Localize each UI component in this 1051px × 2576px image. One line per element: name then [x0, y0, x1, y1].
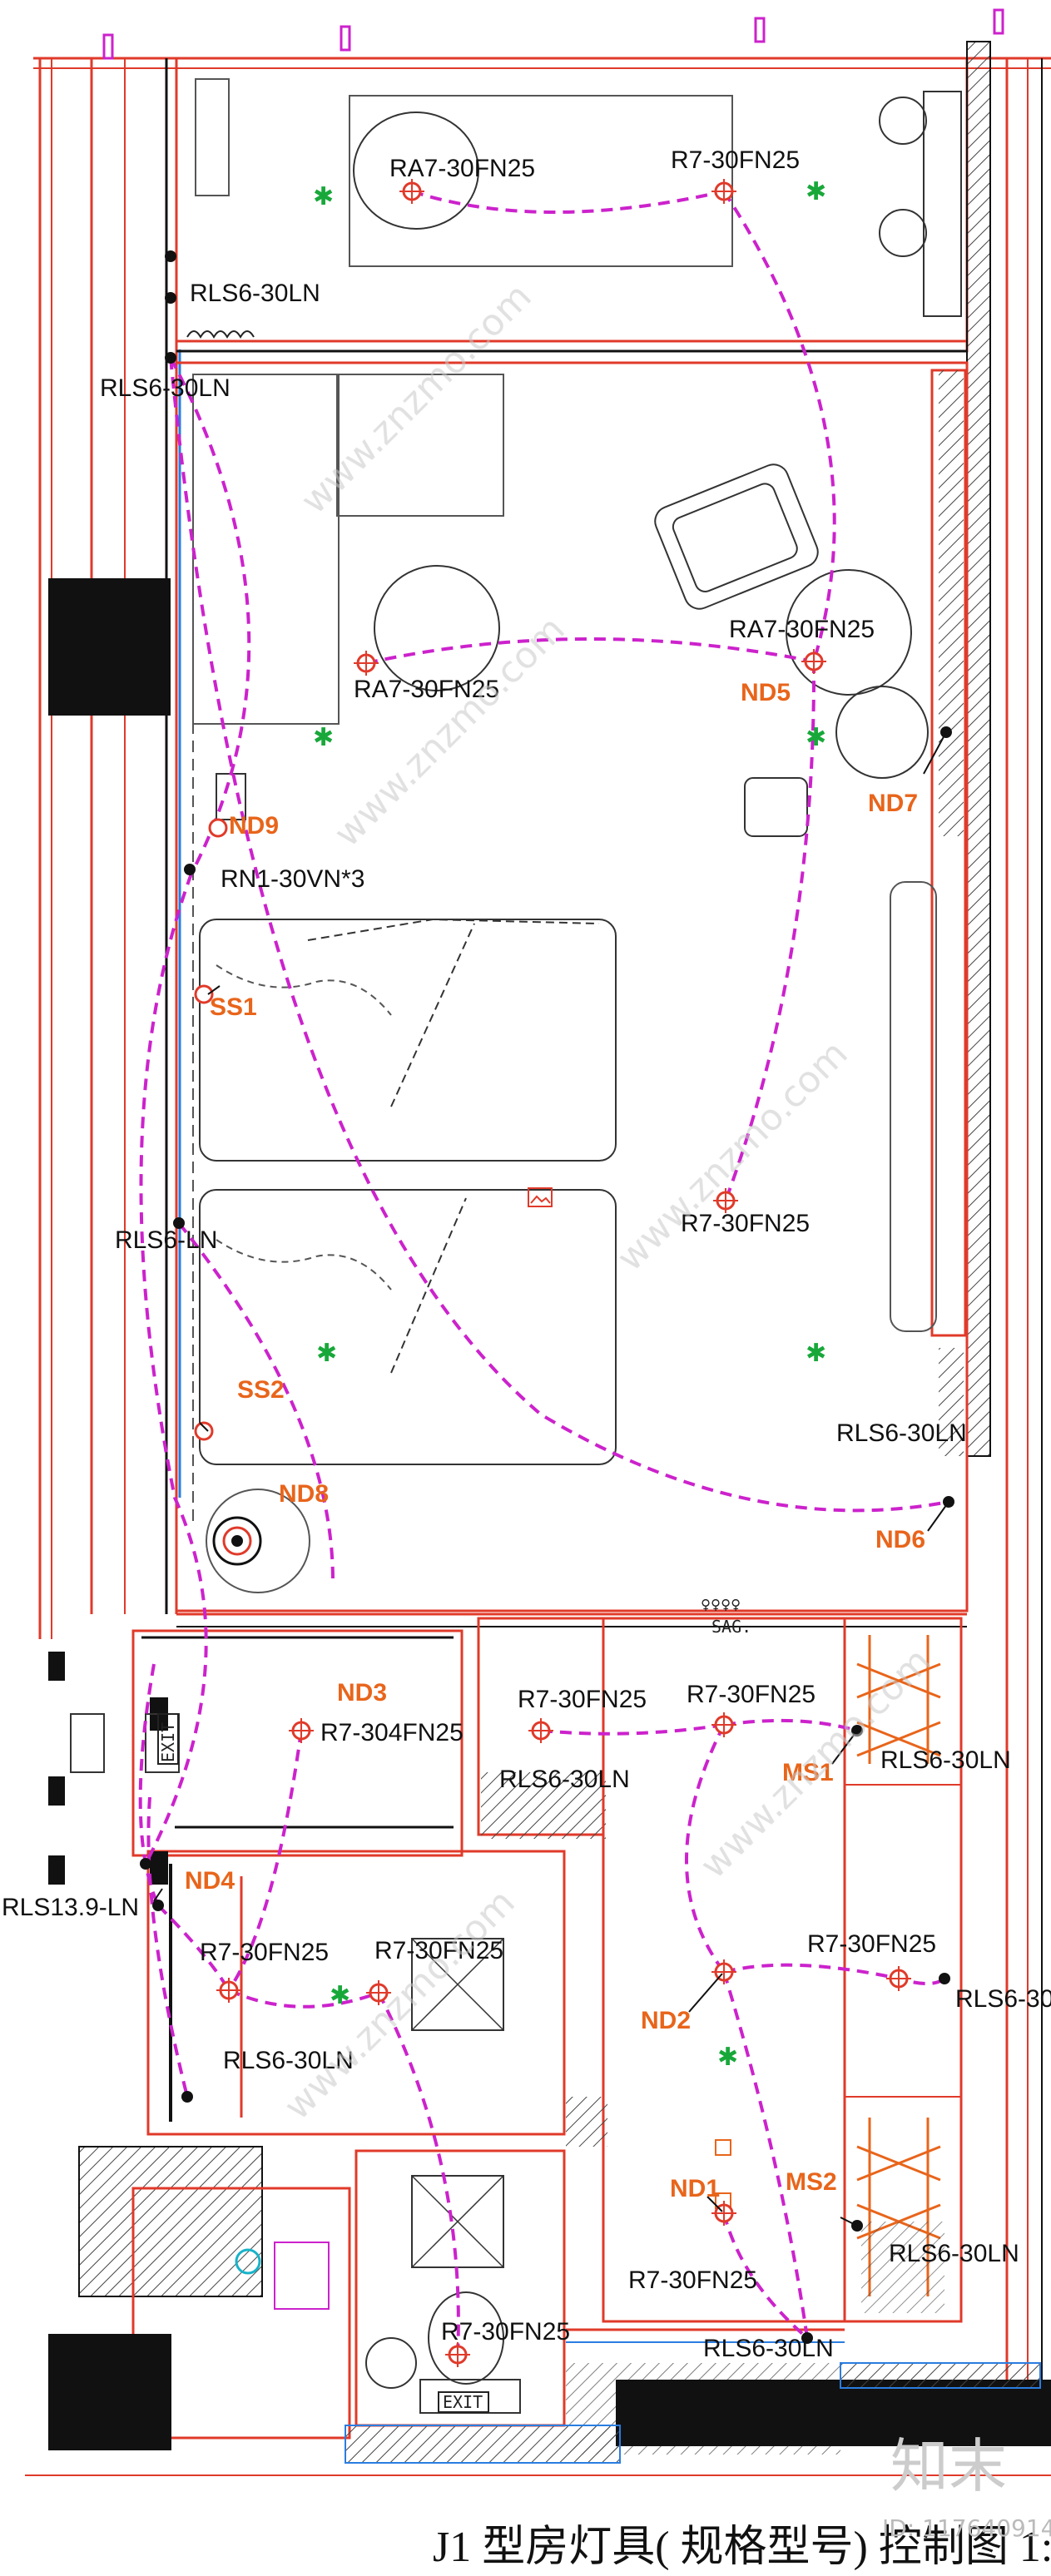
label-rls6-30ln-corr: RLS6-30LN	[499, 1766, 630, 1793]
label-r7-30fn25-corr-a: R7-30FN25	[518, 1686, 647, 1713]
label-rls6-30ln-right: RLS6-30LN	[836, 1419, 967, 1447]
svg-text:✱: ✱	[316, 1339, 337, 1368]
luminaires: ✱ ✱ ✱ ✱ ✱ ✱ ✱ ✱	[140, 177, 954, 2367]
label-rls6-30ln-wardrobe: RLS6-30LN	[880, 1746, 1011, 1774]
label-rls6-30ln-bath2: RLS6-30LN	[223, 2047, 354, 2074]
label-r7-30fn25-bath2-a: R7-30FN25	[200, 1939, 329, 1966]
svg-text:♀♀♀♀: ♀♀♀♀	[701, 1594, 741, 1614]
svg-text:✱: ✱	[313, 182, 334, 211]
label-rls6-30ln-ms2: RLS6-30LN	[889, 2240, 1019, 2267]
structure: ♀♀♀♀	[25, 8, 1051, 2476]
label-r7-304fn25: R7-304FN25	[320, 1719, 464, 1746]
label-rls6-30ln-bottom: RLS6-30LN	[703, 2335, 834, 2362]
exit-sign-left: EXIT	[158, 1722, 178, 1762]
leader-lines	[153, 731, 949, 2227]
svg-text:✱: ✱	[330, 1981, 350, 2010]
tag-nd3: ND3	[337, 1679, 387, 1707]
image-id: ID: 1176409142	[882, 2514, 1051, 2542]
label-r7-30fn25-right2: R7-30FN25	[807, 1930, 936, 1958]
label-r7-30fn25-nd1: R7-30FN25	[628, 2266, 757, 2294]
label-rls13-9-ln: RLS13.9-LN	[2, 1894, 139, 1921]
svg-text:✱: ✱	[717, 2043, 738, 2072]
watermark-site-2: www.znzmo.com	[326, 608, 573, 855]
svg-text:✱: ✱	[313, 723, 334, 752]
tag-nd5: ND5	[741, 679, 791, 706]
tag-nd2: ND2	[641, 2007, 691, 2034]
tag-ss2: SS2	[237, 1376, 285, 1404]
svg-text:✱: ✱	[806, 177, 826, 206]
misc-labels: EXIT EXIT SAG.	[157, 1617, 751, 2413]
tag-nd6: ND6	[875, 1526, 925, 1553]
fixture-labels: RA7-30FN25 R7-30FN25 RLS6-30LN RLS6-30LN…	[2, 146, 1051, 2362]
label-rls6-30ln-a: RLS6-30LN	[190, 280, 320, 307]
label-ra7-30fn25-left: RA7-30FN25	[354, 676, 499, 703]
znzmo-logo: 知末	[890, 2432, 1007, 2500]
tag-ms1: MS1	[782, 1759, 834, 1786]
label-r7-30fn25-bath2-b: R7-30FN25	[374, 1937, 503, 1964]
label-rls6-30-edge: RLS6-30	[955, 1985, 1051, 2013]
tag-nd7: ND7	[868, 790, 918, 817]
control-tags: ND1 ND2 ND3 ND4 ND5 ND6 ND7 ND8 ND9 SS1 …	[185, 679, 925, 2202]
label-rls6-30ln-b: RLS6-30LN	[100, 374, 231, 402]
control-wiring	[138, 190, 949, 2356]
svg-text:✱: ✱	[806, 723, 826, 752]
exit-sign-shower: EXIT	[443, 2392, 483, 2412]
label-rls6-ln: RLS6-LN	[115, 1226, 217, 1254]
label-r7-30fn25-bed: R7-30FN25	[681, 1210, 810, 1237]
tag-ms2: MS2	[786, 2168, 837, 2196]
label-r7-30fn25-bath: R7-30FN25	[671, 146, 800, 174]
label-r7-30fn25-corr-b: R7-30FN25	[687, 1681, 816, 1708]
drawing-title: J1 型房灯具( 规格型号) 控制图 1:30	[433, 2524, 1051, 2571]
watermark-site-5: www.znzmo.com	[276, 1881, 523, 2128]
label-rn1-30vn: RN1-30VN*3	[221, 865, 364, 893]
sag-label: SAG.	[711, 1617, 751, 1637]
tag-nd1: ND1	[670, 2175, 720, 2202]
watermark-site-3: www.znzmo.com	[609, 1033, 856, 1280]
tag-nd4: ND4	[185, 1867, 235, 1895]
tag-nd9: ND9	[229, 812, 279, 840]
drawing-title-block: J1 型房灯具( 规格型号) 控制图 1:30 知末 ID: 117640914…	[433, 2432, 1051, 2571]
label-ra7-30fn25-right: RA7-30FN25	[729, 616, 875, 643]
label-r7-30fn25-shower: R7-30FN25	[441, 2318, 570, 2346]
label-ra7-30fn25-bath: RA7-30FN25	[389, 155, 535, 182]
svg-text:✱: ✱	[806, 1339, 826, 1368]
tag-ss1: SS1	[210, 993, 257, 1021]
tag-nd8: ND8	[279, 1480, 329, 1508]
